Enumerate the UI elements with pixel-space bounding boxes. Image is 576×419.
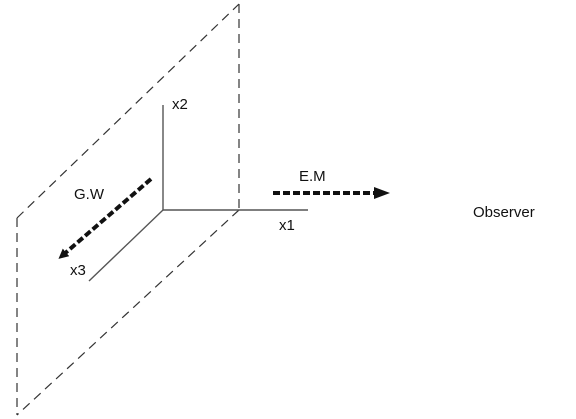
x3-axis: [88, 209, 164, 282]
x2-label: x2: [172, 96, 188, 113]
plane-bottom-edge: [16, 209, 240, 416]
x3-label: x3: [70, 262, 86, 279]
wavefront-plane: [16, 3, 240, 416]
x1-label: x1: [279, 217, 295, 234]
em-label: E.M: [299, 168, 326, 185]
observer-label: Observer: [473, 204, 535, 221]
gw-label: G.W: [74, 186, 105, 203]
gw-arrow: [58, 177, 153, 259]
coordinate-axes: [88, 105, 308, 282]
plane-top-edge: [16, 3, 240, 219]
